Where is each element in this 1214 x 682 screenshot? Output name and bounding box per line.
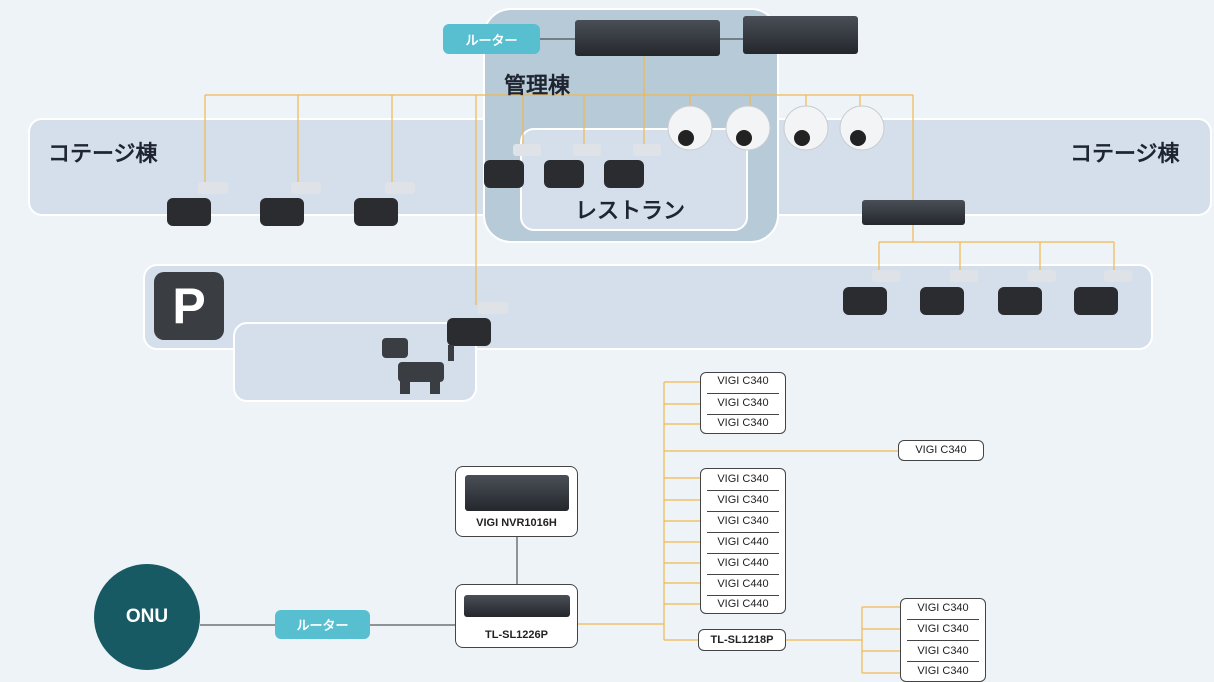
main-switch-label: TL-SL1226P bbox=[485, 629, 548, 641]
dome-camera-icon bbox=[783, 105, 829, 151]
camera-group-2: VIGI C340 VIGI C340 VIGI C340 VIGI C440 … bbox=[700, 468, 786, 614]
bullet-cameras bbox=[167, 144, 1132, 346]
camera-icon bbox=[1074, 270, 1132, 315]
camera-icon bbox=[260, 182, 321, 226]
camera-model: VIGI C340 bbox=[717, 515, 769, 527]
camera-model: VIGI C340 bbox=[717, 397, 769, 409]
camera-icon bbox=[484, 144, 541, 188]
camera-icon bbox=[604, 144, 661, 188]
cottage-left-label: コテージ棟 bbox=[48, 141, 158, 166]
dome-camera-icon bbox=[667, 105, 713, 151]
camera-group-3: VIGI C340 VIGI C340 VIGI C340 VIGI C340 bbox=[900, 598, 986, 682]
camera-model: VIGI C440 bbox=[717, 598, 769, 610]
sub-switch-box: TL-SL1218P bbox=[698, 629, 786, 651]
main-switch-device bbox=[464, 595, 570, 617]
camera-model: VIGI C340 bbox=[917, 645, 969, 657]
camera-model: VIGI C440 bbox=[717, 578, 769, 590]
onu-circle bbox=[94, 564, 200, 670]
camera-single: VIGI C340 bbox=[898, 440, 984, 461]
sub-switch-device bbox=[862, 200, 965, 225]
onu-label: ONU bbox=[125, 606, 169, 627]
camera-model: VIGI C340 bbox=[717, 473, 769, 485]
restaurant-label: レストラン bbox=[575, 198, 686, 223]
upper-wires bbox=[204, 48, 1115, 305]
camera-icon bbox=[843, 270, 900, 315]
camera-icon bbox=[920, 270, 978, 315]
dark-wires bbox=[200, 38, 743, 626]
camera-icon bbox=[544, 144, 601, 188]
nvr-box-device bbox=[465, 475, 569, 511]
camera-group-1: VIGI C340 VIGI C340 VIGI C340 bbox=[700, 372, 786, 434]
dome-cameras bbox=[667, 105, 885, 151]
camera-model: VIGI C340 bbox=[717, 417, 769, 429]
router-pill-bottom: ルーター bbox=[275, 610, 370, 639]
cottage-right-label: コテージ棟 bbox=[1070, 141, 1180, 166]
camera-icon bbox=[447, 302, 508, 346]
camera-icon bbox=[998, 270, 1056, 315]
router-pill-top: ルーター bbox=[443, 24, 540, 54]
nvr-device bbox=[743, 16, 858, 54]
camera-model: VIGI C440 bbox=[717, 536, 769, 548]
lower-wires bbox=[578, 381, 900, 674]
camera-model: VIGI C340 bbox=[917, 665, 969, 677]
admin-building-label: 管理棟 bbox=[504, 73, 571, 98]
camera-model: VIGI C340 bbox=[717, 375, 769, 387]
dome-camera-icon bbox=[725, 105, 771, 151]
dome-camera-icon bbox=[839, 105, 885, 151]
camera-icon bbox=[354, 182, 415, 226]
sub-switch-label: TL-SL1218P bbox=[710, 634, 774, 646]
camera-icon bbox=[167, 182, 228, 226]
nvr-box: VIGI NVR1016H bbox=[455, 466, 578, 537]
dog-icon bbox=[382, 338, 454, 394]
camera-model: VIGI C440 bbox=[717, 557, 769, 569]
camera-model: VIGI C340 bbox=[917, 623, 969, 635]
poe-switch-device bbox=[575, 20, 720, 56]
camera-model: VIGI C340 bbox=[917, 602, 969, 614]
main-switch-box: TL-SL1226P bbox=[455, 584, 578, 648]
parking-sign: P bbox=[154, 272, 224, 340]
camera-model: VIGI C340 bbox=[717, 494, 769, 506]
nvr-label: VIGI NVR1016H bbox=[476, 517, 557, 529]
camera-model: VIGI C340 bbox=[915, 444, 967, 456]
